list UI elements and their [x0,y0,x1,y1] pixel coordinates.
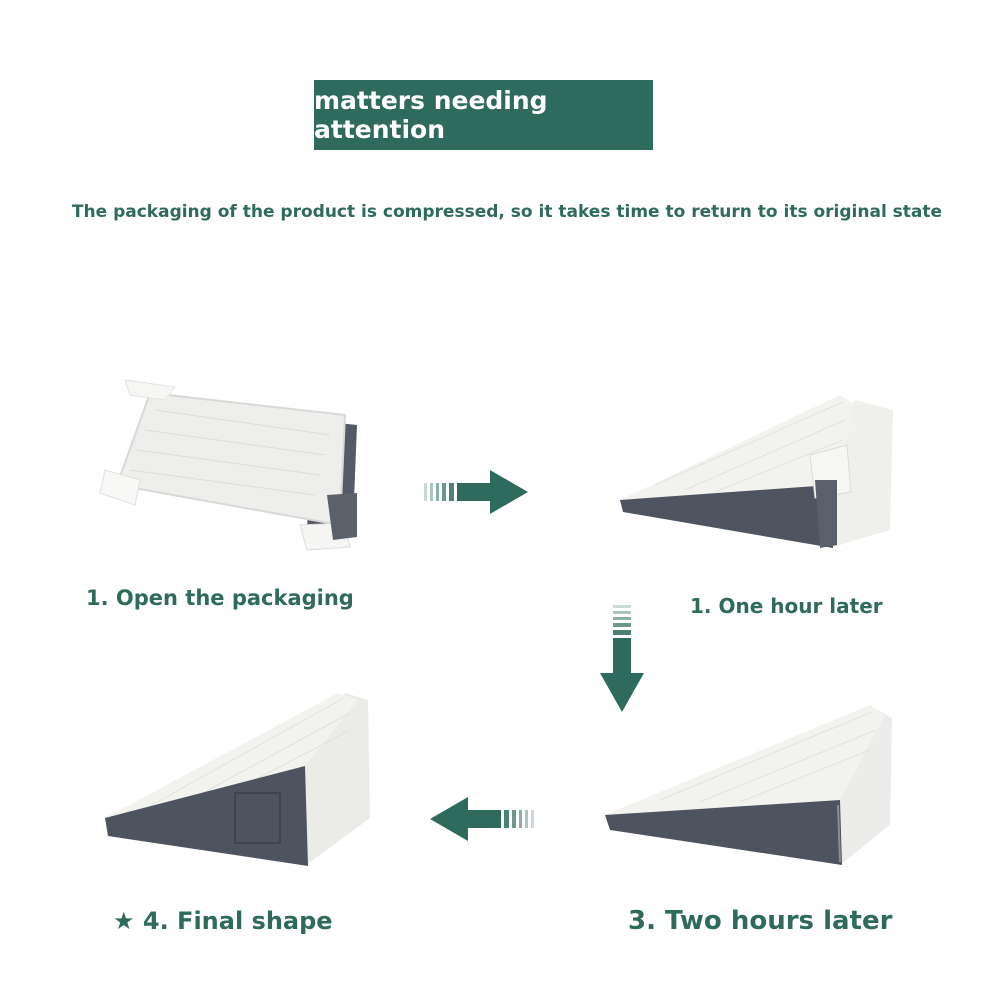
step-4-label: ★ 4. Final shape [113,907,333,935]
step-3-label: 3. Two hours later [628,906,893,936]
header-banner: matters needing attention [314,80,653,150]
arrow-left-icon [430,797,534,841]
arrow-right-icon [424,470,528,514]
final-shape-image [105,693,370,866]
step-2-label: 1. One hour later [690,594,883,618]
two-hours-later-image [605,705,892,865]
step-1-label: 1. Open the packaging [86,586,354,610]
packaged-pillow-image [99,379,357,551]
arrow-down-icon [600,605,644,712]
notice-text: The packaging of the product is compress… [71,202,943,222]
one-hour-later-image [620,395,893,548]
page-title: matters needing attention [314,86,548,144]
